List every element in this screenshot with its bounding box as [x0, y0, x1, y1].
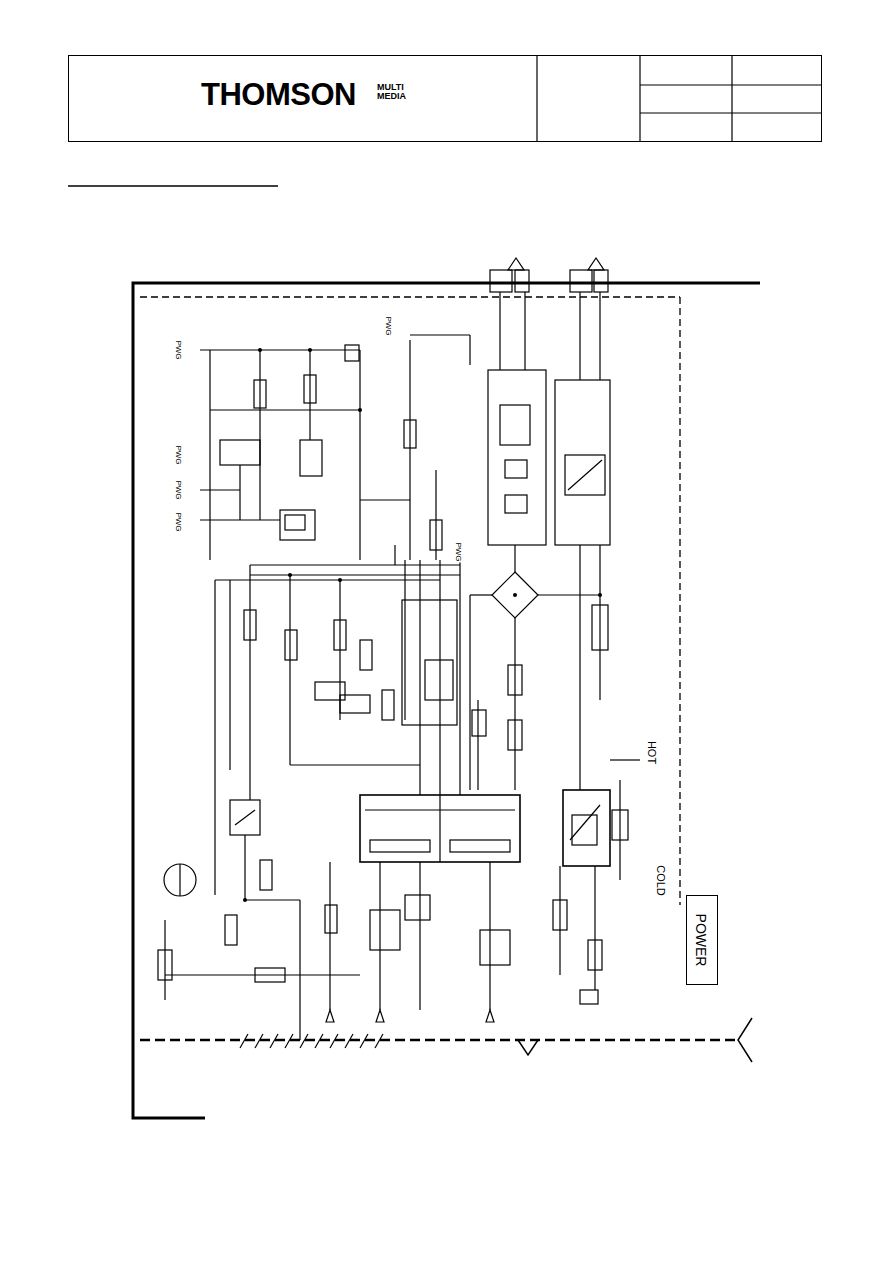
ground-label: PWG	[384, 315, 392, 336]
section-title: POWER	[695, 913, 709, 966]
company-logo: THOMSON	[201, 79, 356, 110]
logo-subtitle: MULTI MEDIA	[377, 83, 407, 101]
title-block: THOMSON MULTI MEDIA	[68, 55, 822, 142]
ground-label: PWG	[174, 444, 182, 465]
zone-label: HOT	[646, 739, 657, 764]
zone-label: COLD	[655, 864, 666, 897]
ground-label: PWG	[454, 541, 462, 562]
power-box: POWER	[686, 895, 718, 985]
ground-label: PWG	[174, 339, 182, 360]
ground-label: PWG	[174, 511, 182, 532]
ground-label: PWG	[174, 479, 182, 500]
